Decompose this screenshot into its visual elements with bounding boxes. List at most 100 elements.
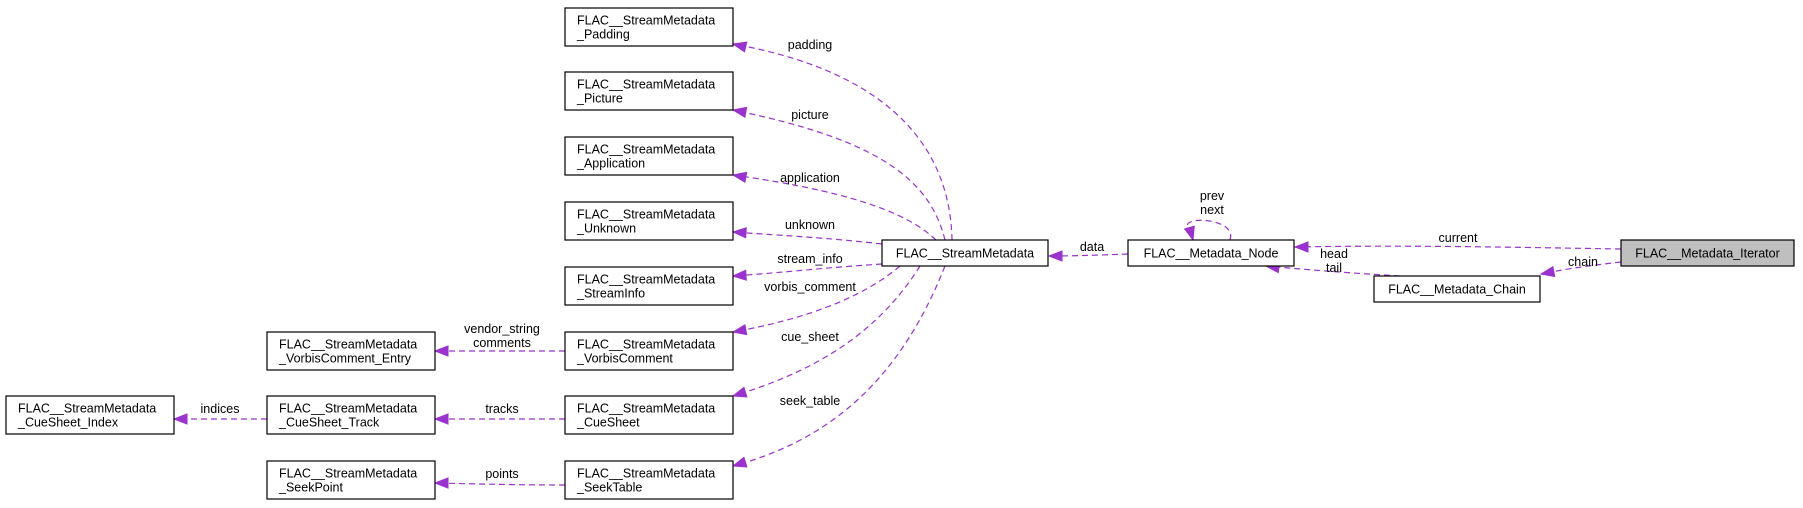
edge-unknown: unknown xyxy=(731,218,883,245)
edge-arrowhead xyxy=(1539,265,1556,278)
class-node-padding[interactable]: FLAC__StreamMetadata_Padding xyxy=(564,7,734,47)
edge-padding: padding xyxy=(731,38,953,241)
node-label: _Application xyxy=(576,157,645,171)
node-label: FLAC__StreamMetadata xyxy=(279,402,417,416)
node-label: FLAC__Metadata_Chain xyxy=(1388,283,1526,297)
node-box[interactable] xyxy=(266,460,436,500)
edge-line xyxy=(732,265,921,397)
class-node-cuesheet-track[interactable]: FLAC__StreamMetadata_CueSheet_Track xyxy=(266,395,436,435)
edge-label: tracks xyxy=(485,402,518,416)
node-box[interactable] xyxy=(266,331,436,371)
node-label: FLAC__StreamMetadata xyxy=(577,467,715,481)
node-box[interactable] xyxy=(564,395,734,435)
class-node-vorbiscomment[interactable]: FLAC__StreamMetadata_VorbisComment xyxy=(564,331,734,371)
edge-label: indices xyxy=(201,402,240,416)
edge-stream-info: stream_info xyxy=(731,252,883,281)
node-box[interactable] xyxy=(881,239,1049,267)
edge-arrowhead xyxy=(731,386,748,398)
edge-arrowhead xyxy=(1047,250,1063,262)
class-node-application[interactable]: FLAC__StreamMetadata_Application xyxy=(564,136,734,176)
node-box[interactable] xyxy=(564,71,734,111)
edge-arrowhead xyxy=(172,413,188,425)
edge-data: data xyxy=(1047,240,1129,262)
node-box[interactable] xyxy=(564,460,734,500)
class-node-vorbiscomment-entry[interactable]: FLAC__StreamMetadata_VorbisComment_Entry xyxy=(266,331,436,371)
edge-current: current xyxy=(1293,231,1622,253)
class-node-cuesheet-index[interactable]: FLAC__StreamMetadata_CueSheet_Index xyxy=(5,395,175,435)
node-label: _Padding xyxy=(576,28,630,42)
class-node-picture[interactable]: FLAC__StreamMetadata_Picture xyxy=(564,71,734,111)
class-node-streammetadata[interactable]: FLAC__StreamMetadata xyxy=(881,239,1049,267)
class-node-seekpoint[interactable]: FLAC__StreamMetadata_SeekPoint xyxy=(266,460,436,500)
edge-label: next xyxy=(1200,203,1224,217)
class-node-streaminfo[interactable]: FLAC__StreamMetadata_StreamInfo xyxy=(564,266,734,306)
edge-line xyxy=(1294,245,1622,250)
edge-label: comments xyxy=(473,336,531,350)
node-label: _Picture xyxy=(576,92,623,106)
edge-arrowhead xyxy=(731,171,748,183)
edge-arrowhead xyxy=(731,456,748,468)
node-label: FLAC__StreamMetadata xyxy=(896,247,1034,261)
node-box[interactable] xyxy=(1373,275,1541,303)
node-box[interactable] xyxy=(5,395,175,435)
edge-line xyxy=(434,482,566,486)
edge-arrowhead xyxy=(731,227,747,239)
edge-label: vendor_string xyxy=(464,322,540,336)
node-box[interactable] xyxy=(1127,239,1295,267)
edge-line xyxy=(732,174,937,241)
edge-indices: indices xyxy=(172,402,267,425)
edge-line xyxy=(732,263,883,277)
edge-label: unknown xyxy=(785,218,835,232)
edge-arrowhead xyxy=(731,41,748,53)
edge-label: cue_sheet xyxy=(781,330,839,344)
node-box[interactable] xyxy=(564,201,734,241)
node-label: _CueSheet xyxy=(576,416,640,430)
edge-chain: chain xyxy=(1539,255,1622,278)
node-label: _SeekPoint xyxy=(278,481,343,495)
class-node-iterator[interactable]: FLAC__Metadata_Iterator xyxy=(1620,239,1795,267)
edge-arrowhead xyxy=(731,269,747,281)
node-label: FLAC__StreamMetadata xyxy=(577,14,715,28)
node-box[interactable] xyxy=(564,7,734,47)
edge-seek-table: seek_table xyxy=(731,265,946,468)
node-box[interactable] xyxy=(564,266,734,306)
edge-label: prev xyxy=(1200,189,1225,203)
class-node-node[interactable]: FLAC__Metadata_Node xyxy=(1127,239,1295,267)
edge-label: points xyxy=(485,467,518,481)
edge-label: head xyxy=(1320,247,1348,261)
edge-label: vorbis_comment xyxy=(764,280,856,294)
edge-line xyxy=(1186,219,1232,241)
nodes-layer: FLAC__Metadata_IteratorFLAC__Metadata_Ch… xyxy=(5,7,1795,500)
edge-label: picture xyxy=(791,108,829,122)
node-label: _CueSheet_Track xyxy=(278,416,380,430)
node-box[interactable] xyxy=(564,136,734,176)
edge-vorbis-comment: vorbis_comment xyxy=(731,265,901,336)
node-label: FLAC__StreamMetadata xyxy=(577,143,715,157)
class-node-cuesheet[interactable]: FLAC__StreamMetadata_CueSheet xyxy=(564,395,734,435)
edge-arrowhead xyxy=(433,477,449,489)
edge-label: seek_table xyxy=(780,394,841,408)
node-label: _VorbisComment xyxy=(576,352,673,366)
class-node-chain[interactable]: FLAC__Metadata_Chain xyxy=(1373,275,1541,303)
edge-arrowhead xyxy=(433,345,449,357)
node-label: FLAC__StreamMetadata xyxy=(577,338,715,352)
node-label: FLAC__StreamMetadata xyxy=(279,338,417,352)
node-label: FLAC__StreamMetadata xyxy=(577,273,715,287)
edge-label: chain xyxy=(1568,255,1598,269)
node-label: FLAC__StreamMetadata xyxy=(18,402,156,416)
node-box[interactable] xyxy=(564,331,734,371)
node-box[interactable] xyxy=(1620,239,1795,267)
edge-line xyxy=(732,265,901,333)
edge-label: application xyxy=(780,171,840,185)
node-label: _VorbisComment_Entry xyxy=(278,352,412,366)
class-node-seektable[interactable]: FLAC__StreamMetadata_SeekTable xyxy=(564,460,734,500)
edge-points: points xyxy=(433,467,566,489)
edge-line xyxy=(732,109,946,241)
edge-arrowhead xyxy=(731,324,748,336)
class-node-unknown[interactable]: FLAC__StreamMetadata_Unknown xyxy=(564,201,734,241)
node-label: FLAC__StreamMetadata xyxy=(577,402,715,416)
node-box[interactable] xyxy=(266,395,436,435)
